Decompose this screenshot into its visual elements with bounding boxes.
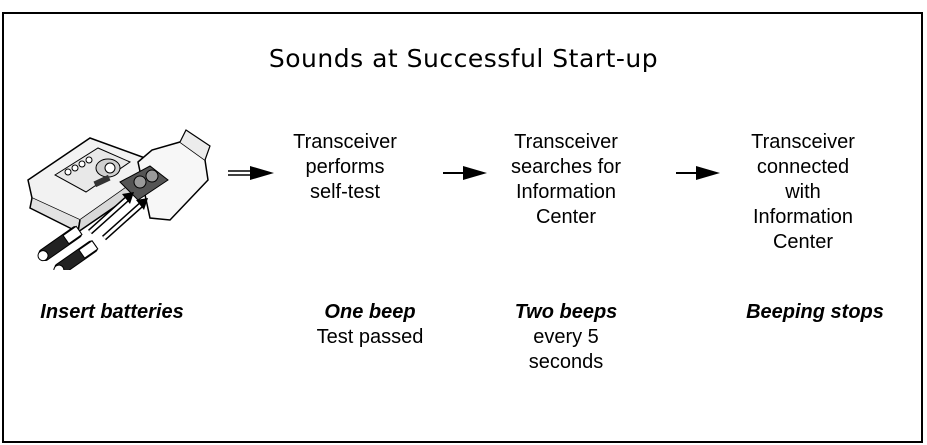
transceiver-battery-illustration (27, 129, 211, 270)
caption-detail: Test passed (316, 326, 424, 348)
step-self-test: Transceiver performs self-test (293, 131, 397, 203)
caption-title: One beep (324, 301, 416, 323)
step-search-center: Transceiver searches for Information Cen… (510, 131, 622, 228)
step-connected: Transceiver connected with Information C… (751, 131, 855, 253)
figure-frame (2, 12, 923, 443)
caption-beeping-stops: Beeping stops (710, 300, 920, 325)
flow-arrow (443, 166, 487, 180)
caption-title: Insert batteries (40, 301, 184, 323)
caption-two-beeps: Two beeps every 5 seconds (503, 300, 629, 375)
caption-title: Two beeps (514, 301, 618, 323)
caption-title: Beeping stops (746, 301, 884, 323)
caption-one-beep: One beep Test passed (285, 300, 455, 350)
figure-title: Sounds at Successful Start-up (268, 44, 659, 73)
caption-insert-batteries: Insert batteries (14, 300, 210, 325)
caption-detail: every 5 seconds (528, 326, 604, 373)
flow-arrow (676, 166, 720, 180)
flow-arrow-double (228, 166, 274, 180)
